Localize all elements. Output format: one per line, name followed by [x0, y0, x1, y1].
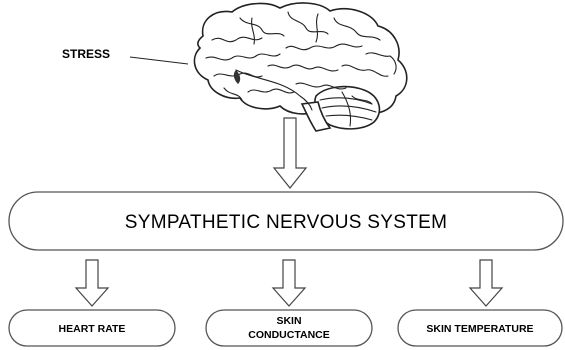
output-label-line1: SKIN	[276, 315, 301, 327]
output-label: SKIN TEMPERATURE	[426, 323, 533, 335]
output-skin-temperature: SKIN TEMPERATURE	[398, 310, 562, 346]
stress-pointer-line	[130, 57, 188, 64]
output-label: HEART RATE	[59, 323, 126, 335]
output-label-line2: CONDUCTANCE	[248, 329, 329, 341]
sympathetic-nervous-system-node: SYMPATHETIC NERVOUS SYSTEM	[9, 192, 563, 250]
down-arrow-icon	[274, 118, 306, 188]
down-arrow-icon	[273, 260, 305, 306]
down-arrow-icon	[470, 260, 502, 306]
output-heart-rate: HEART RATE	[9, 310, 175, 346]
system-label: SYMPATHETIC NERVOUS SYSTEM	[125, 212, 447, 233]
brain-icon	[194, 3, 406, 131]
output-skin-conductance: SKIN CONDUCTANCE	[206, 310, 372, 346]
stress-label: STRESS	[62, 47, 110, 61]
down-arrow-icon	[76, 260, 108, 306]
